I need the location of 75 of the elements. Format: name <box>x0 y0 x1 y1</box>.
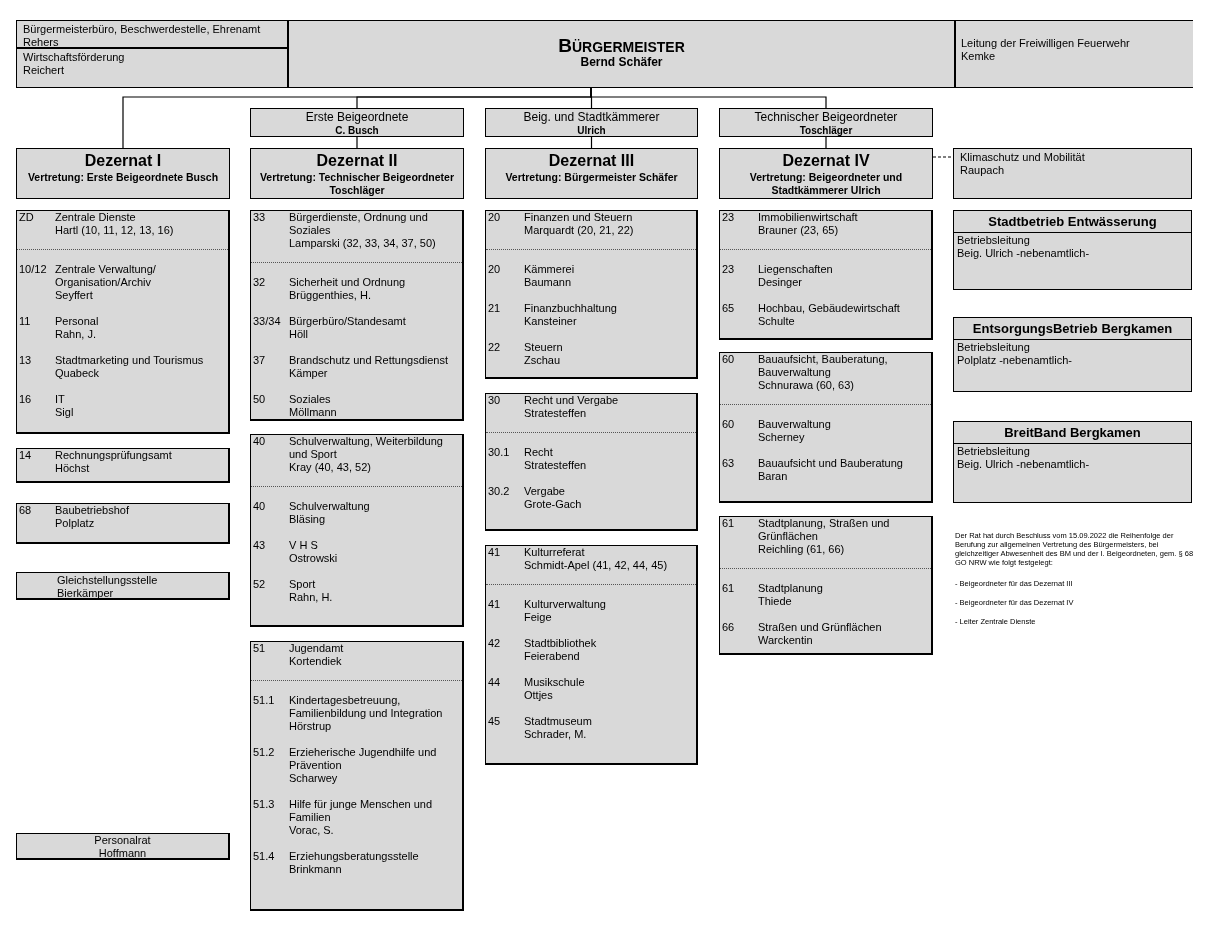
office-entry: 66 Straßen und Grünflächen Warckentin <box>722 621 927 647</box>
staff-unit-box: Personalrat Hoffmann <box>16 833 230 860</box>
office-entry: 33 Bürgerdienste, Ordnung und Soziales Lamparski (32, 33, 34, 37, 50) <box>251 211 462 263</box>
office-group-box <box>16 210 230 434</box>
deputy-box: Beig. und Stadtkämmerer Ulrich <box>485 108 698 137</box>
connector-line <box>932 156 954 158</box>
office-entry: 45 Stadtmuseum Schrader, M. <box>488 715 692 741</box>
connector-line <box>825 136 827 149</box>
office-entry: 51.3 Hilfe für junge Menschen und Familien Vorac, S. <box>253 798 458 837</box>
office-entry: 51.4 Erziehungsberatungsstelle Brinkmann <box>253 850 458 876</box>
municipal-enterprise-box: Stadtbetrieb Entwässerung Betriebsleitung Beig. Ulrich -nebenamtlich- <box>953 210 1192 290</box>
office-entry: 61 Stadtplanung, Straßen und Grünflächen Reichling (61, 66) <box>720 517 931 569</box>
municipal-enterprise-box: EntsorgungsBetrieb Bergkamen Betriebsleitung Polplatz -nebenamtlich- <box>953 317 1192 392</box>
office-entry: 43 V H S Ostrowski <box>253 539 458 565</box>
office-entry: 41 Kulturverwaltung Feige <box>488 598 692 624</box>
mayor-box: BÜRGERMEISTER Bernd Schäfer <box>288 20 955 88</box>
staff-unit-box: Leitung der Freiwilligen Feuerwehr Kemke <box>955 20 1193 88</box>
office-entry: 61 Stadtplanung Thiede <box>722 582 927 608</box>
office-entry: 60 Bauverwaltung Scherney <box>722 418 927 444</box>
office-entry: 65 Hochbau, Gebäudewirtschaft Schulte <box>722 302 927 328</box>
office-entry: 40 Schulverwaltung, Weiterbildung und Sport Kray (40, 43, 52) <box>251 435 462 487</box>
staff-unit-box: Wirtschaftsförderung Reichert <box>16 48 288 88</box>
office-entry: 50 Soziales Möllmann <box>253 393 458 419</box>
office-entry: 44 Musikschule Ottjes <box>488 676 692 702</box>
office-entry: 52 Sport Rahn, H. <box>253 578 458 604</box>
office-entry: 20 Finanzen und Steuern Marquardt (20, 21, 22) <box>486 211 696 250</box>
office-entry: 20 Kämmerei Baumann <box>488 263 692 289</box>
office-entry: 33/34 Bürgerbüro/Standesamt Höll <box>253 315 458 341</box>
office-entry: 60 Bauaufsicht, Bauberatung, Bauverwaltung Schnurawa (60, 63) <box>720 353 931 405</box>
staff-unit-box: Gleichstellungsstelle Bierkämper <box>16 572 230 600</box>
office-entry: 21 Finanzbuchhaltung Kansteiner <box>488 302 692 328</box>
office-entry: 51.2 Erzieherische Jugendhilfe und Prävention Scharwey <box>253 746 458 785</box>
deputy-box: Erste Beigeordnete C. Busch <box>250 108 464 137</box>
office-group-box <box>719 516 933 655</box>
office-group-box <box>16 503 230 544</box>
office-entry: 14 Rechnungsprüfungsamt Höchst <box>19 449 224 475</box>
deputy-box: Technischer Beigeordneter Toschläger <box>719 108 933 137</box>
office-entry: 11 Personal Rahn, J. <box>19 315 224 341</box>
office-group-box <box>485 545 698 765</box>
office-group-box <box>250 210 464 421</box>
connector-line <box>590 87 827 109</box>
office-group-box <box>485 210 698 379</box>
office-group-box <box>250 434 464 627</box>
office-entry: 22 Steuern Zschau <box>488 341 692 367</box>
office-entry: 30.1 Recht Stratesteffen <box>488 446 692 472</box>
office-entry: 40 Schulverwaltung Bläsing <box>253 500 458 526</box>
office-group-box <box>719 352 933 503</box>
office-entry: 10/12 Zentrale Verwaltung/ Organisation/Archiv Seyffert <box>19 263 224 302</box>
office-entry: 51 Jugendamt Kortendiek <box>251 642 462 681</box>
office-entry: 63 Bauaufsicht und Bauberatung Baran <box>722 457 927 483</box>
office-group-box <box>485 393 698 531</box>
office-entry: 30 Recht und Vergabe Stratesteffen <box>486 394 696 433</box>
office-entry: 32 Sicherheit und Ordnung Brüggenthies, H. <box>253 276 458 302</box>
department-header-box: Dezernat III Vertretung: Bürgermeister Schäfer <box>485 148 698 199</box>
office-entry: 16 IT Sigl <box>19 393 224 419</box>
staff-unit-box: Bürgermeisterbüro, Beschwerdestelle, Ehrenamt Rehers <box>16 20 288 48</box>
municipal-enterprise-box: BreitBand Bergkamen Betriebsleitung Beig. Ulrich -nebenamtlich- <box>953 421 1192 503</box>
office-entry: 23 Immobilienwirtschaft Brauner (23, 65) <box>720 211 931 250</box>
office-group-box <box>719 210 933 340</box>
office-group-box <box>16 448 230 483</box>
office-entry: 13 Stadtmarketing und Tourismus Quabeck <box>19 354 224 380</box>
office-entry: 23 Liegenschaften Desinger <box>722 263 927 289</box>
department-header-box: Dezernat IV Vertretung: Beigeordneter und Stadtkämmerer Ulrich <box>719 148 933 199</box>
office-group-box <box>250 641 464 911</box>
office-entry: 30.2 Vergabe Grote-Gach <box>488 485 692 511</box>
office-entry: 68 Baubetriebshof Polplatz <box>19 504 224 530</box>
office-entry: 42 Stadtbibliothek Feierabend <box>488 637 692 663</box>
staff-unit-box: Klimaschutz und Mobilität Raupach <box>953 148 1192 199</box>
office-entry: ZD Zentrale Dienste Hartl (10, 11, 12, 13, 16) <box>17 211 228 250</box>
department-header-box: Dezernat I Vertretung: Erste Beigeordnete Busch <box>16 148 230 199</box>
connector-line <box>356 136 358 149</box>
department-header-box: Dezernat II Vertretung: Technischer Beigeordneter Toschläger <box>250 148 464 199</box>
office-entry: 41 Kulturreferat Schmidt-Apel (41, 42, 44, 45) <box>486 546 696 585</box>
office-entry: 37 Brandschutz und Rettungsdienst Kämper <box>253 354 458 380</box>
office-entry: 51.1 Kindertagesbetreuung, Familienbildung und Integration Hörstrup <box>253 694 458 733</box>
